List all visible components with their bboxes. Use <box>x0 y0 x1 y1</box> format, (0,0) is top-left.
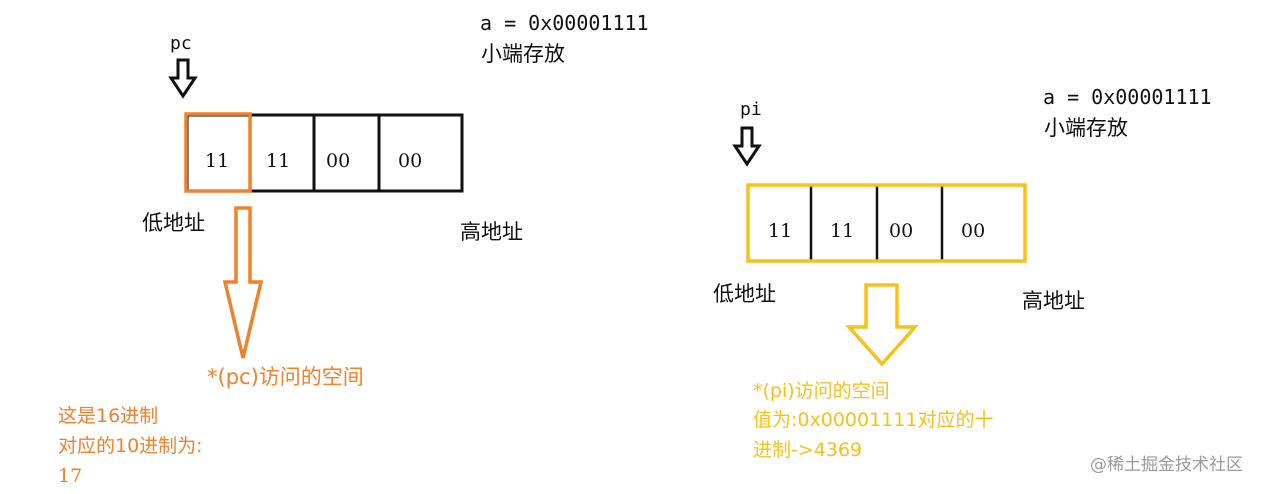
right-cell-3: 00 <box>889 220 914 242</box>
right-access-arrow-icon <box>845 283 919 367</box>
right-note-line-2: 进制->4369 <box>753 439 863 461</box>
right-access-label: *(pi)访问的空间 <box>753 380 890 402</box>
right-cell-4: 00 <box>961 220 986 242</box>
right-cell-2: 11 <box>830 220 855 242</box>
left-note-line-2: 对应的10进制为: <box>58 435 203 457</box>
left-access-label: *(pc)访问的空间 <box>207 365 364 389</box>
left-low-address-label: 低地址 <box>142 211 205 235</box>
pc-pointer-label: pc <box>170 33 192 54</box>
left-note-line-1: 这是16进制 <box>58 405 159 427</box>
left-cell-1: 11 <box>205 150 230 172</box>
right-memory-block <box>746 183 1027 263</box>
left-value-label: a = 0x00001111 <box>480 11 649 35</box>
left-access-arrow-icon <box>222 206 264 359</box>
left-cell-4: 00 <box>398 150 423 172</box>
right-high-address-label: 高地址 <box>1022 289 1085 313</box>
right-endian-label: 小端存放 <box>1044 116 1128 140</box>
right-cell-1: 11 <box>768 220 793 242</box>
pc-pointer-arrow-icon <box>168 58 198 99</box>
pi-pointer-label: pi <box>740 99 762 120</box>
left-endian-label: 小端存放 <box>481 42 565 66</box>
left-high-address-label: 高地址 <box>460 220 523 244</box>
pi-pointer-arrow-icon <box>732 126 762 167</box>
left-first-byte-highlight <box>184 112 252 193</box>
right-low-address-label: 低地址 <box>713 282 776 306</box>
left-note-line-3: 17 <box>58 465 83 487</box>
left-cell-3: 00 <box>326 150 351 172</box>
right-note-line-1: 值为:0x00001111对应的十 <box>753 409 994 431</box>
left-cell-2: 11 <box>266 150 291 172</box>
watermark: @稀土掘金技术社区 <box>1090 455 1243 475</box>
right-value-label: a = 0x00001111 <box>1043 85 1212 109</box>
